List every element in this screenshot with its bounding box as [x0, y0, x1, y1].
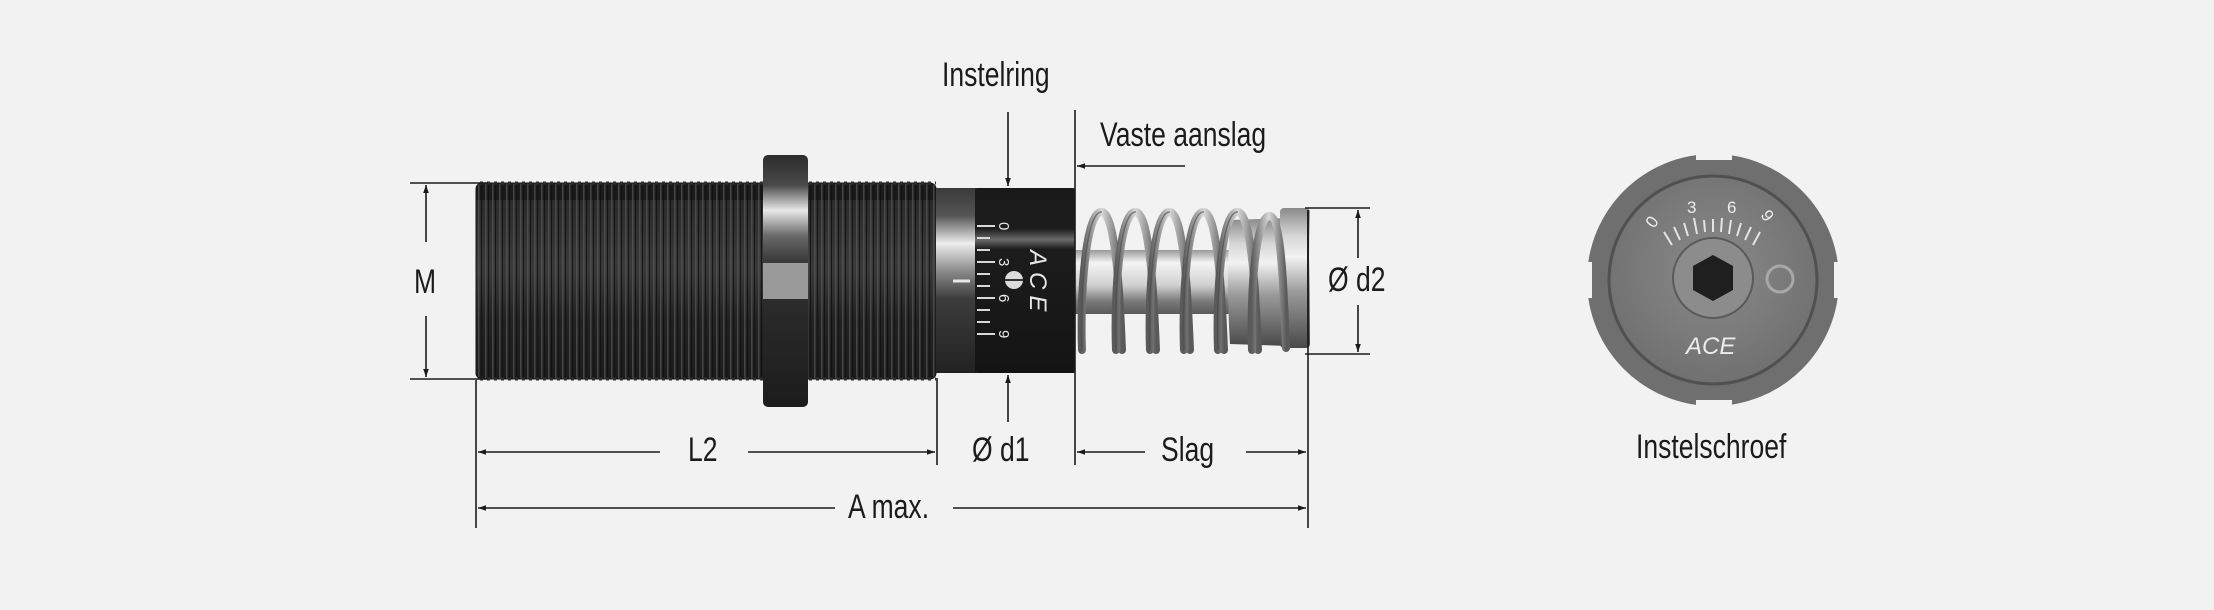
label-instelring: Instelring	[942, 56, 1050, 94]
label-l2: L2	[688, 431, 718, 469]
screw-scale-6: 6	[1727, 198, 1736, 217]
label-instelschroef: Instelschroef	[1636, 428, 1787, 466]
ring-scale-9: 9	[995, 330, 1012, 338]
ring-scale-6: 6	[995, 294, 1012, 302]
threaded-body	[475, 181, 937, 381]
ring-brand: ACE	[1024, 248, 1051, 317]
ring-scale-3: 3	[995, 258, 1012, 266]
hex-socket-icon	[1693, 255, 1733, 301]
lock-screw-icon	[1765, 264, 1795, 294]
lock-nut	[763, 155, 808, 407]
end-view-brand: ACE	[1684, 333, 1736, 360]
label-d1: Ø d1	[972, 431, 1030, 469]
stop-cap	[1228, 208, 1310, 348]
adjusting-ring: 0 3 6 9 ACE	[953, 188, 1075, 373]
label-vaste-aanslag: Vaste aanslag	[1100, 116, 1267, 154]
label-m: M	[414, 263, 437, 301]
label-d2: Ø d2	[1328, 261, 1386, 299]
label-slag: Slag	[1161, 431, 1215, 469]
dimension-lines	[410, 110, 1370, 528]
ring-scale-0: 0	[995, 222, 1012, 230]
adjusting-screw-end-view: 0 3 6 9 ACE	[1582, 150, 1844, 410]
screw-scale-3: 3	[1687, 198, 1696, 217]
label-a-max: A max.	[848, 488, 930, 526]
